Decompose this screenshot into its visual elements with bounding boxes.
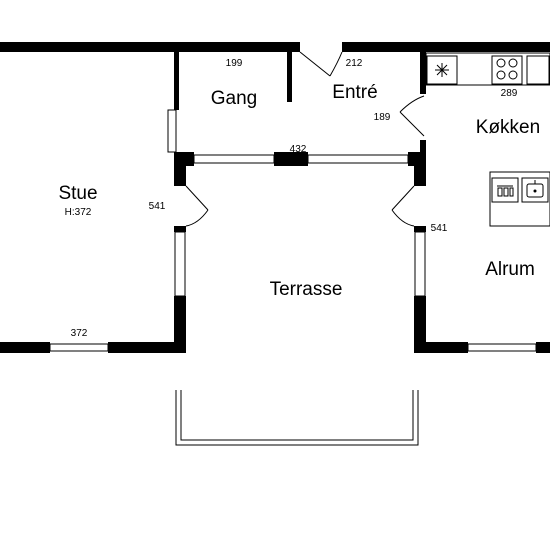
wall-bottom-right-a <box>414 342 468 353</box>
room-label-stue: Stue <box>58 183 97 204</box>
dim-kokken-width: 289 <box>501 88 518 99</box>
entrance-door-swing <box>299 51 343 77</box>
counter-segment <box>526 55 550 85</box>
wall-left-column-door <box>174 226 186 232</box>
dim-door-right: 541 <box>431 223 448 234</box>
wall-kitchen-left <box>420 140 426 186</box>
dim-door-left: 541 <box>149 201 166 212</box>
window-mid-right <box>307 154 409 164</box>
wall-right-column-door <box>414 226 426 232</box>
window-right-column <box>414 231 426 297</box>
wall-gang-left <box>174 52 179 110</box>
dim-window-bottom: 372 <box>71 328 88 339</box>
sink-icon <box>526 180 544 198</box>
wall-gang-right <box>287 52 292 102</box>
wall-bottom-right-b <box>536 342 550 353</box>
wall-mid-center <box>274 152 308 166</box>
window-bottom-left <box>49 343 109 352</box>
kitchen-counter <box>425 52 550 86</box>
dim-entre-width: 212 <box>346 58 363 69</box>
wall-left-column-bottom <box>174 296 186 353</box>
window-left-column <box>174 231 186 297</box>
wall-left-column-top <box>174 152 186 186</box>
dishwasher-box <box>491 177 519 203</box>
hob-icon <box>496 58 518 80</box>
room-label-alrum: Alrum <box>485 259 535 280</box>
wall-kitchen-stub <box>420 52 426 94</box>
dim-window-top: 432 <box>290 144 307 155</box>
room-label-terrasse: Terrasse <box>270 279 343 300</box>
dim-inner-door: 189 <box>374 112 391 123</box>
sink-box <box>521 177 549 203</box>
wall-bottom-left-a <box>0 342 50 353</box>
wall-right-column-top <box>414 166 426 186</box>
hob-box <box>491 55 523 85</box>
snowflake-icon <box>435 63 449 77</box>
wall-bottom-left-b <box>108 342 186 353</box>
wall-top-left <box>0 42 300 52</box>
room-label-gang: Gang <box>211 88 257 109</box>
stue-side-door <box>167 109 177 153</box>
window-mid-left <box>193 154 275 164</box>
terrasse-right-door-swing <box>391 185 415 227</box>
room-label-entre: Entré <box>332 82 377 103</box>
wall-right-column-bottom <box>414 296 426 353</box>
kitchen-island <box>489 171 550 227</box>
room-label-kokken: Køkken <box>476 117 540 138</box>
kitchen-door-swing <box>399 95 425 137</box>
dim-gang-width: 199 <box>226 58 243 69</box>
terrace-rail <box>175 390 419 446</box>
dishwasher-icon <box>497 185 514 197</box>
terrasse-left-door-swing <box>185 185 209 227</box>
wall-top-right <box>342 42 550 52</box>
window-bottom-right <box>467 343 537 352</box>
wall-mid-right <box>408 152 420 166</box>
room-height-stue: H:372 <box>65 207 92 218</box>
fridge-box <box>426 55 458 85</box>
